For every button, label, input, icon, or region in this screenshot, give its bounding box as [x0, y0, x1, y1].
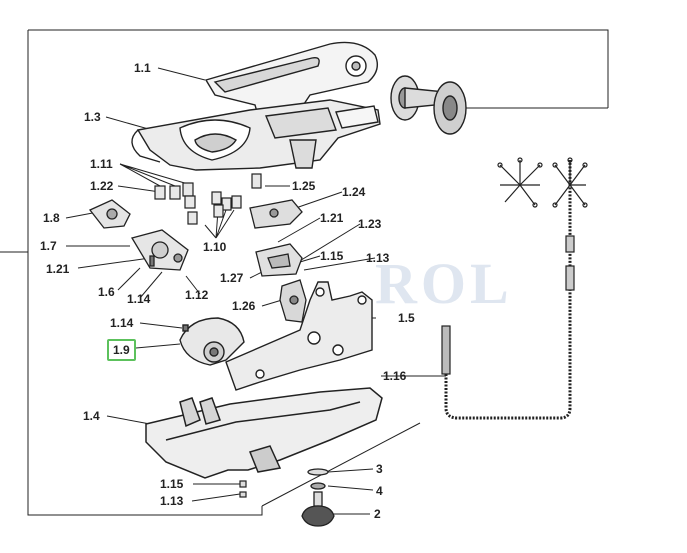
part-plate [249, 199, 303, 229]
label-1-23[interactable]: 1.23 [358, 217, 382, 231]
label-1-16[interactable]: 1.16 [383, 369, 407, 383]
part-cable [441, 157, 588, 420]
label-1-10[interactable]: 1.10 [203, 240, 227, 254]
watermark: ROL [375, 251, 513, 316]
part-latch [279, 279, 307, 323]
part-upper-housing [131, 99, 381, 171]
label-1-15-mid[interactable]: 1.15 [320, 249, 344, 263]
label-1-4[interactable]: 1.4 [83, 409, 100, 423]
label-1-11[interactable]: 1.11 [90, 157, 113, 171]
label-1-7[interactable]: 1.7 [40, 239, 57, 253]
part-key [88, 199, 131, 229]
label-1-21-top[interactable]: 1.21 [320, 211, 344, 225]
label-1-14-mid[interactable]: 1.14 [127, 292, 151, 306]
part-base [145, 387, 383, 479]
label-1-14-low[interactable]: 1.14 [110, 316, 134, 330]
label-1-26[interactable]: 1.26 [232, 299, 256, 313]
label-1-5[interactable]: 1.5 [398, 311, 415, 325]
frame-outline-left [27, 30, 263, 516]
label-1-21-left[interactable]: 1.21 [46, 262, 70, 276]
label-4[interactable]: 4 [376, 484, 383, 498]
part-handle [204, 41, 378, 123]
label-1-15-bottom[interactable]: 1.15 [160, 477, 184, 491]
label-3[interactable]: 3 [376, 462, 383, 476]
part-cam [179, 317, 245, 366]
label-2[interactable]: 2 [374, 507, 381, 521]
label-1-13-mid[interactable]: 1.13 [366, 251, 390, 265]
label-1-1[interactable]: 1.1 [134, 61, 151, 75]
part-clamp [255, 243, 303, 277]
part-bracket [225, 281, 373, 391]
frame-outline [28, 29, 609, 108]
label-1-24[interactable]: 1.24 [342, 185, 366, 199]
part-spindle [390, 75, 467, 135]
label-1-12[interactable]: 1.12 [185, 288, 209, 302]
part-knob-assembly [301, 468, 335, 527]
part-pins [154, 173, 262, 225]
label-1-27[interactable]: 1.27 [220, 271, 244, 285]
label-1-3[interactable]: 1.3 [84, 110, 101, 124]
label-1-13-bottom[interactable]: 1.13 [160, 494, 184, 508]
part-lock-assembly [130, 229, 189, 271]
label-1-6[interactable]: 1.6 [98, 285, 115, 299]
frame-bottom-right [261, 422, 421, 507]
label-1-22[interactable]: 1.22 [90, 179, 114, 193]
label-1-25[interactable]: 1.25 [292, 179, 316, 193]
label-1-8[interactable]: 1.8 [43, 211, 60, 225]
label-1-9-highlighted[interactable]: 1.9 [107, 339, 136, 361]
part-small-screws [239, 480, 247, 498]
